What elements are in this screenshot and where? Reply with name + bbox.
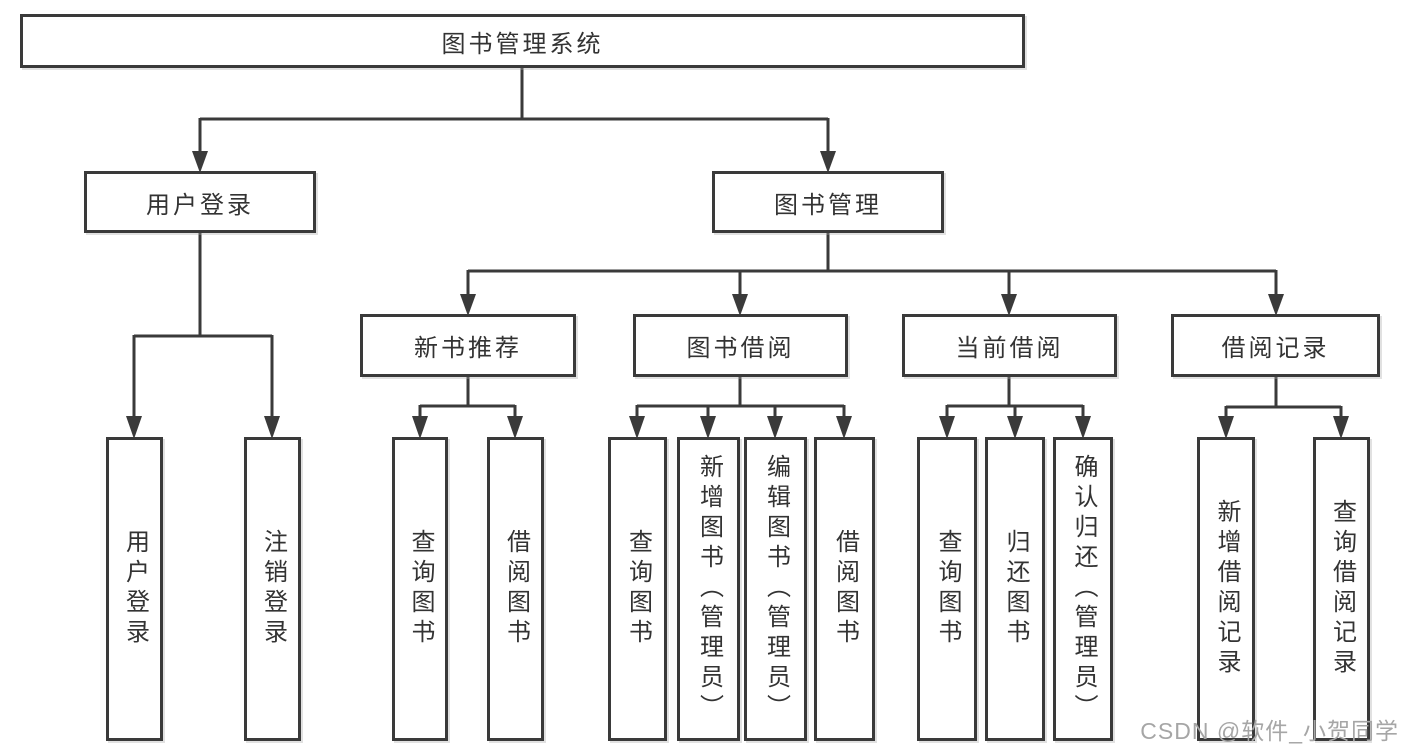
leaf-borrow-add-books-admin: 新增图书（管理员） bbox=[677, 437, 740, 741]
node-library-system: 图书管理系统 bbox=[20, 14, 1025, 68]
leaf-borrow-query-books-label: 查询图书 bbox=[624, 529, 652, 649]
leaf-newbook-borrow-books-label: 借阅图书 bbox=[502, 529, 530, 649]
leaf-borrow-edit-books-admin: 编辑图书（管理员） bbox=[744, 437, 807, 741]
leaf-records-query-record-label: 查询借阅记录 bbox=[1328, 499, 1356, 679]
leaf-user-login: 用户登录 bbox=[106, 437, 163, 741]
leaf-current-confirm-return-admin: 确认归还（管理员） bbox=[1053, 437, 1113, 741]
leaf-current-return-books-label: 归还图书 bbox=[1002, 529, 1029, 649]
leaf-logout: 注销登录 bbox=[244, 437, 301, 741]
leaf-current-query-books-label: 查询图书 bbox=[934, 529, 961, 649]
leaf-current-query-books: 查询图书 bbox=[917, 437, 977, 741]
leaf-records-query-record: 查询借阅记录 bbox=[1313, 437, 1370, 741]
node-user-login: 用户登录 bbox=[84, 171, 316, 233]
leaf-records-add-record: 新增借阅记录 bbox=[1197, 437, 1255, 741]
node-book-borrow: 图书借阅 bbox=[633, 314, 848, 377]
node-book-management: 图书管理 bbox=[712, 171, 944, 233]
node-book-borrow-label: 图书借阅 bbox=[686, 335, 795, 362]
csdn-watermark: CSDN @软件_小贺同学 bbox=[1140, 718, 1399, 744]
node-user-login-label: 用户登录 bbox=[146, 191, 254, 219]
leaf-borrow-borrow-books-label: 借阅图书 bbox=[831, 529, 859, 649]
node-borrow-records: 借阅记录 bbox=[1171, 314, 1380, 377]
leaf-newbook-query-books-label: 查询图书 bbox=[407, 529, 434, 649]
node-library-system-label: 图书管理系统 bbox=[441, 30, 604, 58]
leaf-borrow-query-books: 查询图书 bbox=[608, 437, 667, 741]
leaf-current-return-books: 归还图书 bbox=[985, 437, 1045, 741]
leaf-records-add-record-label: 新增借阅记录 bbox=[1213, 499, 1240, 679]
leaf-newbook-query-books: 查询图书 bbox=[392, 437, 448, 741]
leaf-borrow-edit-books-admin-label: 编辑图书（管理员） bbox=[762, 454, 790, 724]
leaf-logout-label: 注销登录 bbox=[259, 529, 287, 649]
node-borrow-records-label: 借阅记录 bbox=[1221, 335, 1330, 362]
leaf-user-login-label: 用户登录 bbox=[121, 529, 149, 649]
leaf-borrow-add-books-admin-label: 新增图书（管理员） bbox=[695, 454, 723, 724]
node-current-borrow-label: 当前借阅 bbox=[955, 335, 1064, 362]
leaf-newbook-borrow-books: 借阅图书 bbox=[487, 437, 544, 741]
node-new-book-recommend-label: 新书推荐 bbox=[414, 335, 522, 362]
node-book-management-label: 图书管理 bbox=[774, 191, 882, 219]
node-current-borrow: 当前借阅 bbox=[902, 314, 1117, 377]
leaf-borrow-borrow-books: 借阅图书 bbox=[814, 437, 875, 741]
node-new-book-recommend: 新书推荐 bbox=[360, 314, 576, 377]
leaf-current-confirm-return-admin-label: 确认归还（管理员） bbox=[1070, 454, 1097, 724]
